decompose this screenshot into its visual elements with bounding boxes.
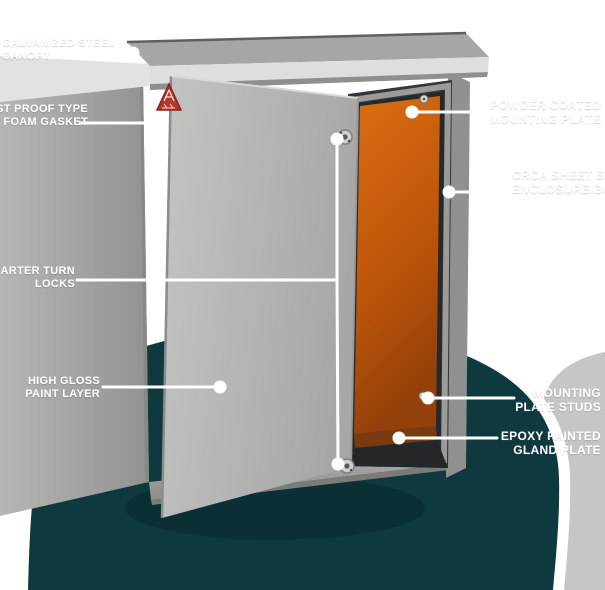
label-paint-line2: PAINT LAYER <box>25 388 100 400</box>
dot-lock-bottom <box>331 457 345 471</box>
dot-gasket <box>145 116 159 130</box>
label-plate-studs-line1: MOUNTING <box>533 386 601 400</box>
plate-stud-top-icon <box>419 94 429 104</box>
canopy-left-overhang <box>0 56 150 102</box>
enclosure-right-wall <box>446 72 470 478</box>
label-mounting-plate-line2: MOUNTING PLATE <box>489 112 601 126</box>
dot-canopy <box>126 46 140 60</box>
label-body: CRCA SHEET STEEL ENCLOSURE BODY <box>512 168 605 196</box>
leader-locks-vertical-lower <box>335 278 340 466</box>
dot-gland-plate <box>392 431 406 445</box>
label-plate-studs: MOUNTING PLATE STUDS <box>461 386 601 414</box>
dot-lock-top <box>330 132 344 146</box>
enclosure-left-wall <box>0 62 149 516</box>
label-canopy: GALVANIZED STEEL CANOPY <box>2 37 115 63</box>
label-gasket-line1: DUST PROOF TYPE <box>0 103 88 115</box>
label-body-line1: CRCA SHEET STEEL <box>512 168 605 182</box>
brand-logo-icon <box>155 82 183 111</box>
door-right-edge <box>350 97 359 468</box>
label-locks: QUARTER TURN LOCKS <box>0 265 75 291</box>
canopy-fascia <box>150 57 489 84</box>
label-canopy-line1: GALVANIZED STEEL <box>2 37 116 49</box>
canopy-top-edge <box>126 31 467 44</box>
dot-mounting-plate <box>405 105 419 119</box>
door-left-edge <box>160 75 173 519</box>
label-locks-line2: LOCKS <box>35 278 75 290</box>
canopy-top-face <box>127 33 489 66</box>
label-gland-plate-line2: GLAND PLATE <box>513 443 601 457</box>
label-paint: HIGH GLOSS PAINT LAYER <box>0 375 100 401</box>
label-paint-line1: HIGH GLOSS <box>27 375 100 387</box>
mounting-plate <box>354 96 440 434</box>
label-plate-studs-line2: PLATE STUDS <box>515 400 601 414</box>
label-gland-plate-line1: EPOXY PAINTED <box>500 429 601 443</box>
gland-plate-area <box>346 440 448 468</box>
door-top-edge <box>170 75 359 99</box>
label-gland-plate: EPOXY PAINTED GLAND PLATE <box>461 429 601 457</box>
dot-paint <box>213 380 227 394</box>
label-gasket: DUST PROOF TYPE PU FOAM GASKET <box>0 103 88 129</box>
door-panel <box>162 76 358 518</box>
label-mounting-plate: POWDER COATED MOUNTING PLATE <box>489 98 601 126</box>
label-locks-line1: QUARTER TURN <box>0 265 75 277</box>
label-gasket-line2: PU FOAM GASKET <box>0 116 88 128</box>
label-body-line2: ENCLOSURE BODY <box>512 182 605 196</box>
dot-plate-studs <box>421 391 435 405</box>
label-mounting-plate-line1: POWDER COATED <box>489 98 601 112</box>
dot-body <box>442 185 456 199</box>
label-canopy-line2: CANOPY <box>2 50 51 62</box>
